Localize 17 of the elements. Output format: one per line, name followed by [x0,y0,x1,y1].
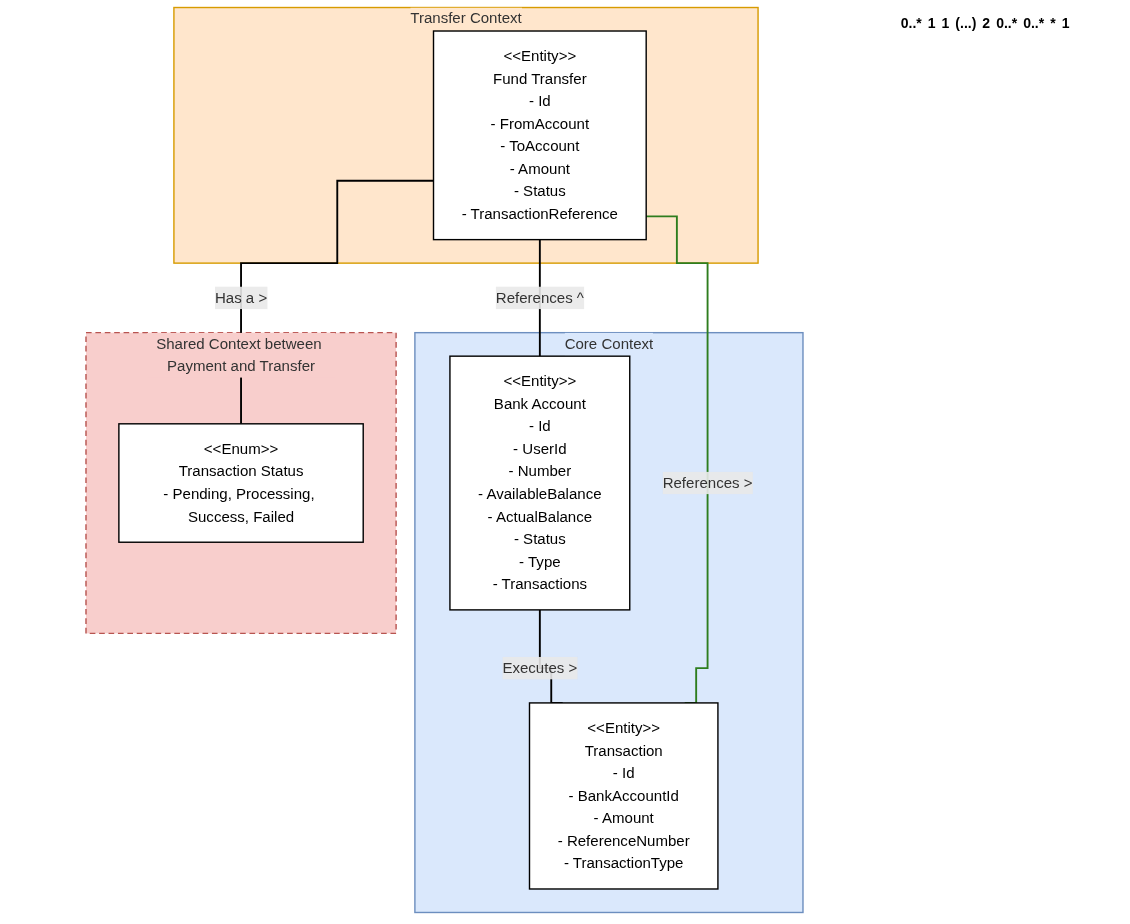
multiplicity-label: * [1050,15,1056,31]
multiplicity-label: 1 [927,15,936,31]
edge-label: References > [662,474,753,491]
edge-label: References ^ [495,289,584,306]
multiplicity-label: 0..* [900,15,922,31]
node-box: <<Entity>> Bank Account - Id - UserId - Number - AvailableBalance - ActualBalance - Status - Type - Transactions [449,355,631,611]
multiplicity-label: 1 [941,15,950,31]
multiplicity-label: 1 [1061,15,1070,31]
edge-label: Has a > [214,289,268,306]
multiplicity-label: 2 [982,15,991,31]
multiplicity-label: 0..* [1023,15,1045,31]
node-box: <<Entity>> Fund Transfer - Id - FromAccount - ToAccount - Amount - Status - TransactionReference [432,30,647,241]
node-box: <<Enum>> Transaction Status - Pending, Processing, Success, Failed [118,423,364,543]
edge-label: Executes > [502,659,578,676]
multiplicity-label: (...) [955,15,977,31]
node-box: <<Entity>> Transaction - Id - BankAccountId - Amount - ReferenceNumber - TransactionType [528,702,719,890]
multiplicity-label: 0..* [996,15,1018,31]
